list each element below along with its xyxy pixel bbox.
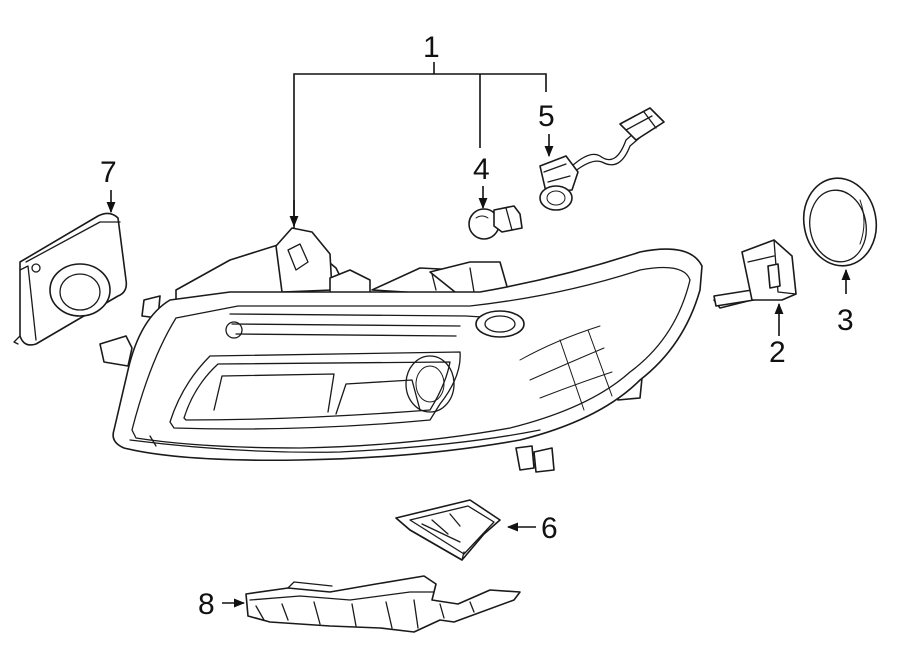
part-4-small-bulb <box>468 205 523 240</box>
callout-3: 3 <box>837 304 854 337</box>
callout-1: 1 <box>423 31 440 64</box>
part-3-dust-cap <box>802 177 878 267</box>
part-6-bracket <box>395 499 501 561</box>
callout-labels: 1 2 3 4 5 6 7 8 <box>100 31 854 621</box>
callout-4: 4 <box>473 153 490 186</box>
callout-5: 5 <box>538 100 555 133</box>
part-5-socket-harness <box>539 107 665 211</box>
part-7-ballast-module <box>13 212 128 346</box>
part-8-mounting-bracket <box>245 575 521 633</box>
callout-8: 8 <box>198 588 215 621</box>
callout-2: 2 <box>769 336 786 369</box>
part-2-bulb-socket <box>713 239 797 309</box>
leader-1-bracket <box>293 73 547 228</box>
leader-lines <box>106 62 851 608</box>
callout-6: 6 <box>541 512 558 545</box>
callout-7: 7 <box>100 156 117 189</box>
part-1-headlamp-assembly <box>99 227 703 473</box>
